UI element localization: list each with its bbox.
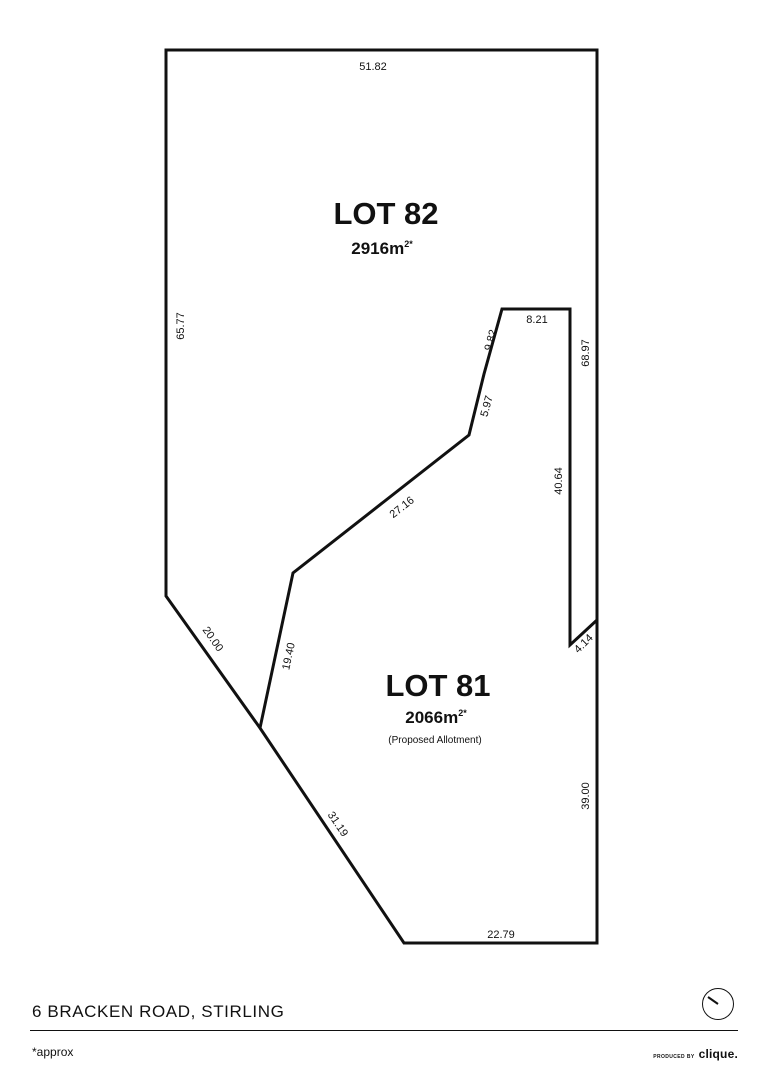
dim-inner-left: 19.40 (280, 642, 297, 671)
outer-boundary (164, 48, 599, 945)
lot-82-area: 2916m2* (351, 239, 413, 258)
dim-lot81-bottom: 22.79 (487, 929, 515, 941)
lot-82-title: LOT 82 (333, 196, 438, 231)
clique-logo: clique. (698, 1047, 738, 1061)
dim-inner-top: 8.21 (526, 314, 547, 326)
producer-credit: PRODUCED BY clique. (653, 1047, 738, 1061)
dim-lot82-left: 65.77 (175, 312, 187, 340)
lot-division-line (258, 307, 599, 729)
dim-inner-right: 40.64 (553, 467, 565, 495)
property-address: 6 BRACKEN ROAD, STIRLING (32, 1002, 285, 1021)
dim-inner-mid-slant: 5.97 (479, 394, 496, 418)
footer-divider (30, 1030, 738, 1031)
lot-81-note: (Proposed Allotment) (388, 735, 481, 746)
dim-lot82-top: 51.82 (359, 61, 387, 73)
dim-notch: 4.14 (572, 632, 596, 656)
dim-inner-long-diagonal: 27.16 (388, 494, 417, 520)
dim-frontage-lower: 31.19 (325, 810, 350, 840)
dim-inner-upper-slant: 9.82 (483, 328, 500, 352)
north-arrow-icon (702, 988, 734, 1020)
lot-81-area: 2066m2* (405, 708, 467, 727)
lot-81-title: LOT 81 (385, 668, 490, 703)
dim-lot82-right: 68.97 (580, 339, 592, 367)
credit-label: PRODUCED BY (653, 1054, 695, 1060)
approx-footnote: *approx (32, 1045, 74, 1059)
dim-lot81-right: 39.00 (580, 782, 592, 810)
